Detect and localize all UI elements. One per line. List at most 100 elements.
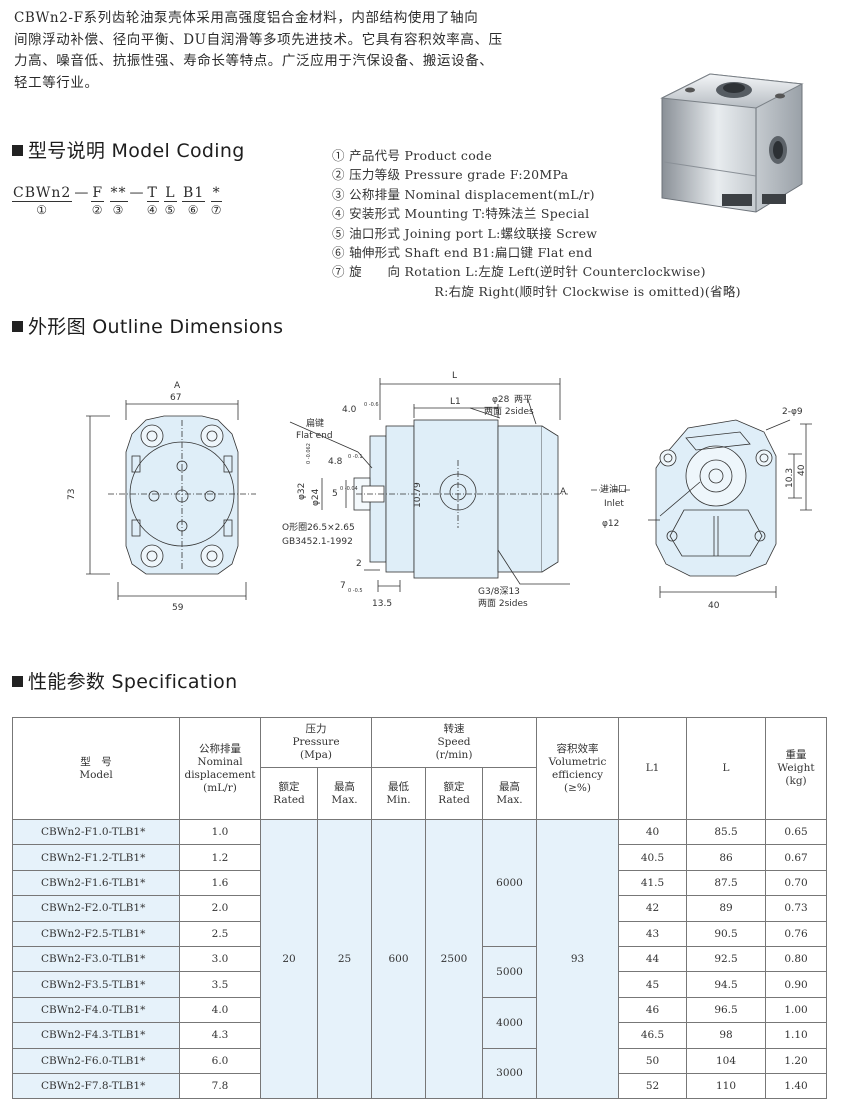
weight-cell: 0.73 — [765, 895, 828, 922]
header-text: 最高 — [499, 780, 521, 793]
header-text: (mL/r) — [203, 781, 237, 794]
l1-cell: 41.5 — [618, 869, 688, 897]
outline-drawing: A 67 73 59 L L1 4.0 0 -0.6 扁键 Flat end φ… — [67, 371, 812, 613]
model-cell: CBWn2-F3.5-TLB1* — [12, 971, 180, 998]
bullet-square — [12, 676, 23, 687]
dim-label: L1 — [450, 397, 461, 407]
weight-cell: 0.67 — [765, 844, 828, 871]
disp-cell: 1.2 — [179, 844, 261, 871]
model-coding-heading: 型号说明 Model Coding — [12, 136, 245, 163]
dim-label: 4.0 — [342, 405, 357, 415]
dim-label: Inlet — [604, 499, 624, 509]
speed-max-cell: 4000 — [482, 996, 538, 1049]
dim-label: 40 — [708, 601, 720, 611]
l-cell: 110 — [686, 1072, 767, 1100]
l1-cell: 52 — [618, 1072, 688, 1100]
dim-label: GB3452.1-1992 — [282, 537, 353, 547]
dim-label: 40 — [797, 464, 807, 476]
model-coding-legend: ① 产品代号 Product code ② 压力等级 Pressure grad… — [332, 146, 741, 301]
l-cell: 85.5 — [686, 818, 767, 846]
weight-cell: 0.65 — [765, 818, 828, 846]
code-number: ④ — [146, 203, 159, 217]
intro-line: 轻工等行业。 — [14, 74, 99, 91]
header-text: 型 号 — [80, 755, 112, 768]
model-cell: CBWn2-F2.5-TLB1* — [12, 920, 180, 947]
weight-cell: 0.80 — [765, 945, 828, 973]
pump-photo — [660, 73, 804, 213]
header-text: 最高 — [334, 780, 355, 793]
disp-cell: 3.0 — [179, 945, 261, 973]
legend-item: ② 压力等级 Pressure grade F:20MPa — [332, 167, 569, 183]
speed-max-cell: 5000 — [482, 945, 538, 998]
dim-label: 5 — [332, 489, 338, 499]
code-text: ** — [109, 185, 128, 202]
l-cell: 89 — [686, 895, 767, 922]
header-text: Rated — [438, 793, 470, 806]
dim-label: φ32 — [297, 483, 307, 500]
weight-cell: 0.76 — [765, 920, 828, 947]
dim-label: 扁键 — [306, 417, 324, 429]
efficiency-cell: 93 — [536, 818, 620, 1100]
dim-label: φ24 — [311, 488, 321, 506]
dim-label: 两平 — [514, 394, 532, 405]
header-text: (≥%) — [564, 781, 591, 794]
rear-view — [590, 419, 812, 598]
code-text: T — [146, 185, 159, 202]
pressure-rated-cell: 20 — [260, 818, 318, 1100]
header-text: (kg) — [785, 775, 807, 787]
dim-label: 10.3 — [785, 468, 795, 488]
code-number: ① — [36, 203, 49, 217]
legend-item: ⑦ 旋 向 Rotation L:左旋 Left(逆时针 Countercloc… — [332, 264, 706, 280]
dim-label: L — [452, 371, 457, 381]
header-text: Rated — [273, 793, 305, 806]
header-text: displacement — [184, 768, 256, 781]
l1-cell: 42 — [618, 895, 688, 922]
dim-label: 0 -0.5 — [348, 588, 363, 594]
l1-cell: 50 — [618, 1047, 688, 1074]
l-cell: 87.5 — [686, 869, 767, 897]
dim-label: 0 -0.6 — [364, 402, 379, 408]
model-cell: CBWn2-F7.8-TLB1* — [12, 1072, 180, 1100]
code-text: CBWn2 — [12, 185, 73, 202]
model-cell: CBWn2-F6.0-TLB1* — [12, 1047, 180, 1074]
model-cell: CBWn2-F1.0-TLB1* — [12, 818, 180, 846]
heading-text: 型号说明 Model Coding — [28, 140, 245, 162]
weight-cell: 1.40 — [765, 1072, 828, 1100]
l-cell: 86 — [686, 844, 767, 871]
code-number: ③ — [112, 203, 125, 217]
model-cell: CBWn2-F1.6-TLB1* — [12, 869, 180, 897]
bullet-square — [12, 145, 23, 156]
model-cell: CBWn2-F1.2-TLB1* — [12, 844, 180, 871]
header-text: Max. — [331, 793, 358, 806]
disp-cell: 6.0 — [179, 1047, 261, 1074]
weight-cell: 1.10 — [765, 1022, 828, 1049]
legend-item: ⑥ 轴伸形式 Shaft end B1:扁口键 Flat end — [332, 245, 593, 261]
bullet-square — [12, 321, 23, 332]
table-row: CBWn2-F1.2-TLB1* 1.2 40.5 86 0.67 — [12, 844, 828, 871]
weight-cell: 0.70 — [765, 869, 828, 897]
weight-cell: 0.90 — [765, 971, 828, 998]
disp-cell: 3.5 — [179, 971, 261, 998]
l-cell: 92.5 — [686, 945, 767, 973]
l-cell: 104 — [686, 1047, 767, 1074]
front-view — [86, 400, 256, 600]
l-cell: 94.5 — [686, 971, 767, 998]
dim-label: O形圈26.5×2.65 — [282, 521, 355, 533]
weight-cell: 1.20 — [765, 1047, 828, 1074]
specification-heading: 性能参数 Specification — [12, 667, 237, 694]
dim-label: φ28 — [492, 395, 510, 405]
model-cell: CBWn2-F4.3-TLB1* — [12, 1022, 180, 1049]
header-text: Nominal — [197, 755, 243, 768]
dim-label: A — [174, 381, 181, 391]
disp-cell: 2.0 — [179, 895, 261, 922]
